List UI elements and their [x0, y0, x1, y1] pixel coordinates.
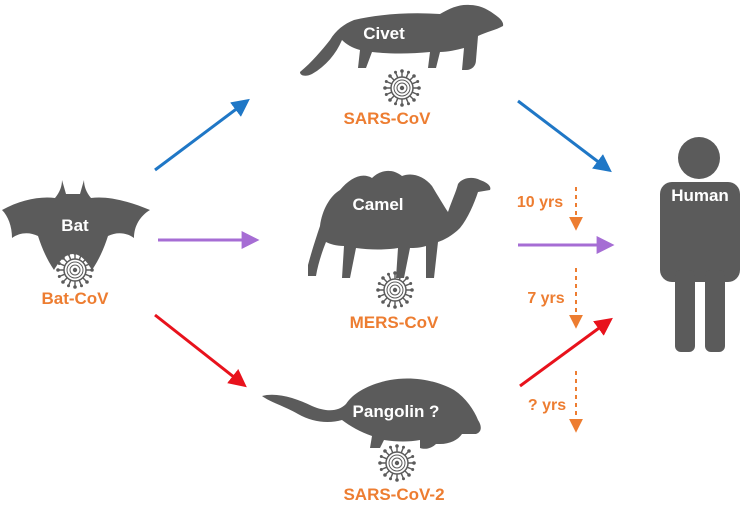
- pangolin-node: Pangolin ? SARS-CoV-2: [262, 378, 481, 504]
- bat-label: Bat: [61, 216, 89, 235]
- camel-virus-label: MERS-CoV: [350, 313, 439, 332]
- pangolin-virus-label: SARS-CoV-2: [343, 485, 444, 504]
- human-icon: [660, 137, 740, 352]
- pangolin-label: Pangolin ?: [353, 402, 440, 421]
- arrow-bat-to-civet: [154, 98, 250, 172]
- interval-label-1: 10 yrs: [517, 194, 563, 211]
- camel-virus-icon: [375, 270, 415, 310]
- civet-virus-label: SARS-CoV: [344, 109, 432, 128]
- transmission-arrows: [154, 98, 615, 388]
- civet-icon: [300, 4, 504, 76]
- camel-label: Camel: [352, 195, 403, 214]
- bat-virus-label: Bat-CoV: [41, 289, 109, 308]
- pangolin-icon: [262, 378, 481, 449]
- civet-label: Civet: [363, 24, 405, 43]
- bat-node: Bat Bat-CoV: [2, 180, 150, 308]
- civet-node: Civet SARS-CoV: [300, 4, 504, 128]
- camel-icon: [308, 170, 491, 278]
- human-node: Human: [660, 137, 740, 352]
- bat-virus-icon: [55, 250, 95, 290]
- civet-virus-icon: [382, 68, 422, 108]
- bat-icon: [2, 180, 150, 270]
- arrow-pangolin-to-human: [519, 317, 613, 388]
- arrow-bat-to-pangolin: [154, 313, 247, 388]
- camel-node: Camel MERS-CoV: [308, 170, 491, 332]
- pangolin-virus-icon: [377, 443, 417, 483]
- human-label: Human: [671, 186, 729, 205]
- arrow-civet-to-human: [517, 99, 612, 173]
- interval-label-3: ? yrs: [528, 397, 566, 414]
- interval-label-2: 7 yrs: [527, 290, 564, 307]
- interval-labels: 10 yrs 7 yrs ? yrs: [517, 194, 566, 414]
